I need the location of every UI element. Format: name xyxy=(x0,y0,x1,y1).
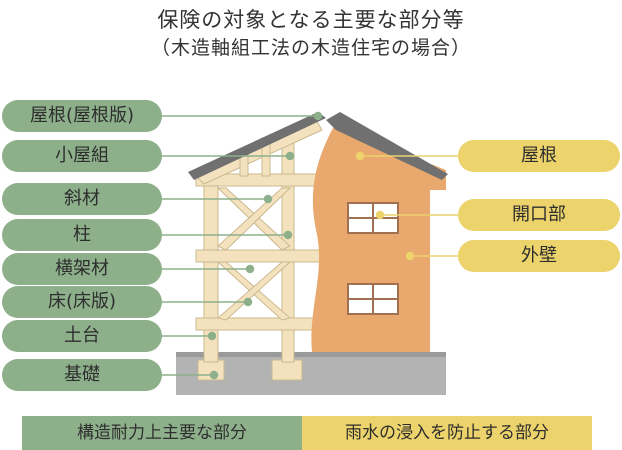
legend-structural: 構造耐力上主要な部分 xyxy=(22,416,302,450)
label-foundation: 基礎 xyxy=(2,359,162,391)
label-exterior-wall: 外壁 xyxy=(458,240,620,272)
label-roof: 屋根 xyxy=(458,140,620,172)
label-roof-truss: 小屋組 xyxy=(2,140,162,172)
label-roof-slab: 屋根(屋根版) xyxy=(2,100,162,132)
roof-edge xyxy=(188,112,326,180)
leader-lines-left xyxy=(162,111,323,380)
diagram-subtitle: （木造軸組工法の木造住宅の場合） xyxy=(150,37,471,59)
window-upper xyxy=(347,202,399,234)
window-lower xyxy=(347,283,399,315)
roof-right xyxy=(326,112,448,180)
leader-lines-right xyxy=(355,151,458,261)
timber-frame xyxy=(195,119,327,363)
label-brace: 斜材 xyxy=(2,183,162,215)
exterior-wall xyxy=(311,126,446,352)
ground-strip xyxy=(176,352,446,357)
label-column: 柱 xyxy=(2,219,162,251)
label-openings: 開口部 xyxy=(458,199,620,231)
label-floor: 床(床版) xyxy=(2,286,162,318)
label-sill: 土台 xyxy=(2,320,162,352)
legend-rain: 雨水の浸入を防止する部分 xyxy=(302,416,592,450)
label-beam: 横架材 xyxy=(2,253,162,285)
foundation-mid xyxy=(271,359,303,381)
diagram-title: 保険の対象となる主要な部分等 xyxy=(157,8,465,32)
